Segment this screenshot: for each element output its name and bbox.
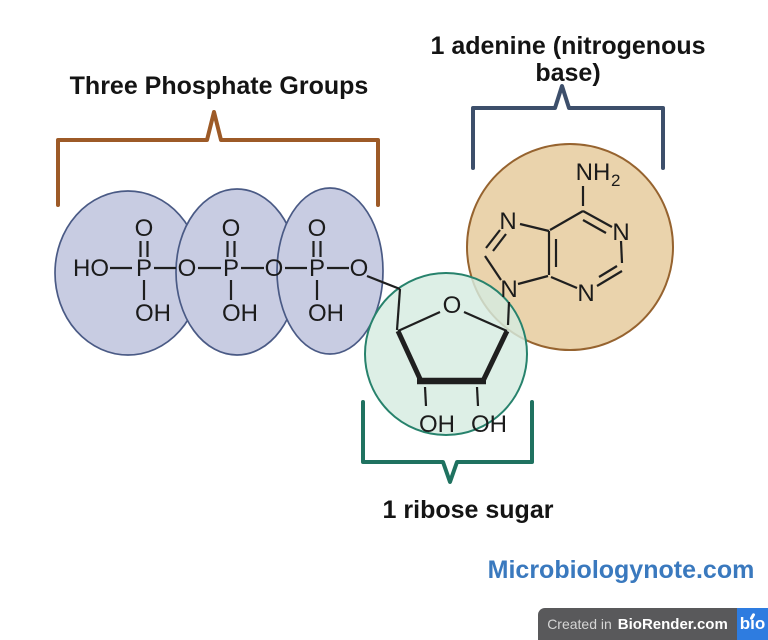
bond — [549, 210, 584, 231]
double-bond — [582, 219, 607, 234]
adenine-title-line1: 1 adenine (nitrogenous — [430, 32, 706, 60]
adenine-bracket — [471, 84, 665, 170]
atom-label: O — [222, 215, 241, 242]
nitrogen-label-n9: N — [500, 276, 517, 303]
bold-bond — [395, 329, 424, 383]
phosphate-bonds — [110, 241, 349, 300]
adenine-circle-highlight — [466, 143, 674, 351]
atom-label: O — [350, 255, 369, 282]
atom-label: O — [178, 255, 197, 282]
bond — [397, 310, 441, 333]
nitrogen-label-n3: N — [577, 280, 594, 307]
ribose-circle-highlight — [364, 272, 528, 436]
ribose-bracket — [361, 400, 534, 484]
phosphate-atom-labels: HO P O P O P O O O O OH OH OH — [73, 215, 368, 327]
bond — [463, 310, 508, 333]
atom-label: P — [223, 255, 239, 282]
ribose-bonds — [366, 274, 511, 407]
bond — [423, 386, 428, 407]
bond — [517, 274, 549, 286]
bold-bond — [480, 329, 510, 383]
double-bond — [596, 270, 623, 287]
atom-label: P — [136, 255, 152, 282]
phosphate-bracket — [56, 110, 380, 207]
badge-brand: BioRender.com — [617, 615, 728, 633]
atom-label: OH — [135, 300, 171, 327]
bond — [519, 222, 550, 233]
biorender-badge: Created in BioRender.com bıo — [538, 608, 768, 640]
bond — [506, 301, 511, 326]
adenine-bonds — [484, 186, 624, 290]
atom-label: O — [308, 215, 327, 242]
atom-label: O — [443, 292, 462, 319]
biorender-logo-text: bıo — [739, 614, 766, 633]
phosphate-group-highlights — [54, 187, 384, 356]
bond — [619, 240, 624, 264]
ribose-title: 1 ribose sugar — [382, 496, 554, 524]
bond — [395, 288, 402, 331]
atom-label: OH — [222, 300, 258, 327]
bond — [366, 274, 401, 291]
double-bond — [582, 210, 613, 228]
badge-text: Created in BioRender.com — [538, 608, 737, 640]
bond — [484, 255, 502, 281]
biorender-logo: bıo — [737, 608, 768, 640]
adenine-atom-labels: NH 2 N N N N — [499, 159, 629, 307]
atom-label: O — [135, 215, 154, 242]
atom-label: P — [309, 255, 325, 282]
badge-created-in: Created in — [547, 616, 612, 632]
atom-label: OH — [308, 300, 344, 327]
atom-label: HO — [73, 255, 109, 282]
atom-label: OH — [471, 411, 507, 438]
phosphate-ellipse-3 — [276, 187, 384, 355]
ribose-ring-front-bonds — [395, 329, 510, 385]
amine-label: NH — [576, 159, 611, 186]
site-watermark: Microbiologynote.com — [487, 556, 755, 584]
atom-label: OH — [419, 411, 455, 438]
bond — [550, 275, 578, 290]
double-bond — [492, 233, 507, 252]
phosphate-title: Three Phosphate Groups — [69, 72, 369, 100]
double-bond — [598, 265, 618, 278]
nitrogen-label-n1: N — [612, 219, 629, 246]
ribose-atom-labels: O OH OH — [419, 292, 507, 438]
amine-subscript: 2 — [611, 171, 620, 190]
atom-label: O — [265, 255, 284, 282]
nitrogen-label-n7: N — [499, 208, 516, 235]
double-bond — [485, 229, 501, 249]
adenine-title: 1 adenine (nitrogenous base) — [428, 33, 708, 87]
bond — [475, 386, 480, 407]
adenine-title-line2: base) — [535, 59, 601, 87]
